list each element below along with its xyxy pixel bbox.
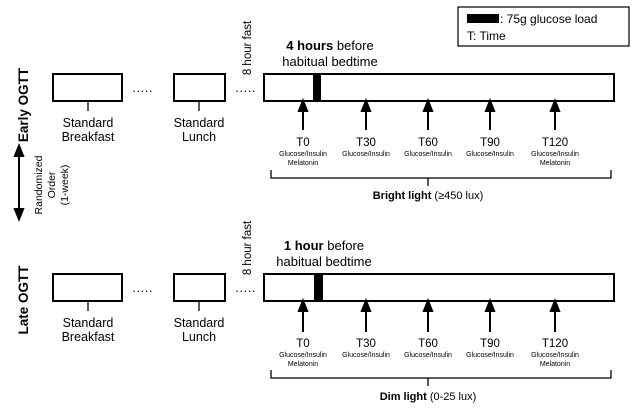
randomized-line3: (1-week) bbox=[59, 165, 71, 206]
early-timing-label: 4 hours before bbox=[286, 38, 373, 53]
late-dots-2: ····· bbox=[235, 284, 256, 298]
early-ogtt-bar bbox=[263, 73, 615, 102]
legend-time: T: Time bbox=[467, 29, 506, 43]
early-timepoints: T0 Glucose/Insulin Melatonin T30 Glucose… bbox=[279, 137, 579, 167]
late-row-label: Late OGTT bbox=[16, 265, 31, 335]
late-fast-label: 8 hour fast bbox=[242, 220, 254, 275]
late-breakfast-label-1: Standard bbox=[63, 316, 114, 330]
early-breakfast-label-1: Standard bbox=[63, 116, 114, 130]
late-glucose-load-marker bbox=[314, 274, 323, 301]
legend-glucose-load: : 75g glucose load bbox=[500, 12, 597, 26]
early-tp-sub2: Melatonin bbox=[288, 160, 318, 167]
early-tp-label: T60 bbox=[418, 137, 438, 149]
glucose-load-swatch bbox=[467, 14, 499, 23]
late-hours-rest: before bbox=[324, 238, 364, 253]
early-tp-sub1: Glucose/Insulin bbox=[342, 151, 390, 158]
late-breakfast-label-2: Breakfast bbox=[62, 330, 115, 344]
late-tp-sub2: Melatonin bbox=[540, 361, 570, 368]
early-glucose-load-marker bbox=[313, 74, 321, 101]
legend-box bbox=[457, 6, 630, 47]
late-dots-1: ····· bbox=[132, 284, 153, 298]
late-lunch-label-1: Standard bbox=[174, 316, 225, 330]
late-tp-sub1: Glucose/Insulin bbox=[531, 352, 579, 359]
late-hours: 1 hour bbox=[284, 238, 324, 253]
early-lunch-label-1: Standard bbox=[174, 116, 225, 130]
late-light-bold: Dim light bbox=[380, 391, 427, 403]
late-light-rest: (0-25 lux) bbox=[427, 391, 477, 403]
late-tp-sub1: Glucose/Insulin bbox=[342, 352, 390, 359]
late-tp-label: T90 bbox=[480, 338, 500, 350]
early-hours-rest: before bbox=[333, 38, 373, 53]
randomized-line1: Randomized bbox=[33, 155, 45, 214]
late-timepoints: T0 Glucose/Insulin Melatonin T30 Glucose… bbox=[279, 338, 579, 368]
late-light-bracket bbox=[270, 370, 612, 386]
early-light-rest: (≥450 lux) bbox=[431, 190, 483, 202]
legend: : 75g glucose load T: Time bbox=[457, 6, 630, 47]
early-dots-1: ····· bbox=[132, 84, 153, 98]
early-light-label: Bright light (≥450 lux) bbox=[373, 190, 484, 202]
early-light-bracket bbox=[270, 170, 612, 186]
early-tp-sub1: Glucose/Insulin bbox=[279, 151, 327, 158]
early-ogtt-section: Early OGTT Standard Breakfast ····· Stan… bbox=[16, 20, 615, 202]
late-breakfast-box bbox=[52, 273, 123, 302]
late-lunch-box bbox=[173, 273, 226, 302]
late-tp-label: T0 bbox=[296, 338, 309, 350]
late-timing-label: 1 hour before bbox=[284, 238, 364, 253]
late-tp-sub1: Glucose/Insulin bbox=[279, 352, 327, 359]
late-lunch-label-2: Lunch bbox=[182, 330, 216, 344]
early-tp-label: T90 bbox=[480, 137, 500, 149]
late-tp-label: T60 bbox=[418, 338, 438, 350]
early-tp-sub2: Melatonin bbox=[540, 160, 570, 167]
late-light-label: Dim light (0-25 lux) bbox=[380, 391, 477, 403]
late-tp-sub1: Glucose/Insulin bbox=[404, 352, 452, 359]
randomized-order: Randomized Order (1-week) bbox=[13, 143, 71, 222]
early-tp-label: T0 bbox=[296, 137, 309, 149]
late-tp-label: T120 bbox=[542, 338, 568, 350]
late-arrows bbox=[297, 298, 561, 332]
late-ogtt-section: Late OGTT Standard Breakfast ····· Stand… bbox=[16, 220, 615, 403]
late-tp-sub1: Glucose/Insulin bbox=[466, 352, 514, 359]
early-light-bold: Bright light bbox=[373, 190, 432, 202]
early-dots-2: ····· bbox=[235, 84, 256, 98]
early-breakfast-box bbox=[52, 73, 123, 102]
randomized-line2: Order bbox=[46, 171, 58, 198]
early-row-label: Early OGTT bbox=[16, 67, 31, 142]
late-tp-label: T30 bbox=[356, 338, 376, 350]
early-tp-label: T30 bbox=[356, 137, 376, 149]
early-lunch-label-2: Lunch bbox=[182, 130, 216, 144]
early-tp-sub1: Glucose/Insulin bbox=[531, 151, 579, 158]
early-lunch-box bbox=[173, 73, 226, 102]
early-tp-label: T120 bbox=[542, 137, 568, 149]
late-bedtime-label: habitual bedtime bbox=[276, 254, 371, 269]
late-tp-sub2: Melatonin bbox=[288, 361, 318, 368]
early-tp-sub1: Glucose/Insulin bbox=[466, 151, 514, 158]
early-hours: 4 hours bbox=[286, 38, 333, 53]
early-tp-sub1: Glucose/Insulin bbox=[404, 151, 452, 158]
early-arrows bbox=[297, 98, 561, 130]
early-bedtime-label: habitual bedtime bbox=[282, 54, 377, 69]
early-breakfast-label-2: Breakfast bbox=[62, 130, 115, 144]
early-fast-label: 8 hour fast bbox=[242, 20, 254, 75]
